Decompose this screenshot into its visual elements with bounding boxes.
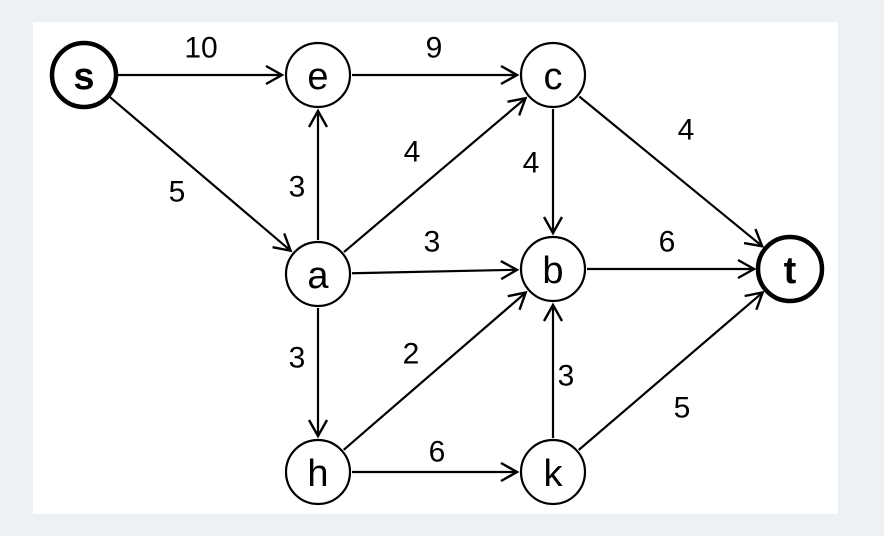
node-label: a	[307, 255, 329, 297]
node-circle	[519, 235, 587, 303]
node-circle	[49, 40, 119, 110]
edge-weight-b-t: 6	[659, 226, 676, 259]
edge-weight-c-t: 4	[678, 114, 695, 147]
node-k: k	[519, 438, 587, 506]
node-label: t	[784, 250, 797, 292]
edge-a-b	[351, 260, 520, 281]
edge-c-t	[578, 95, 765, 248]
node-label: c	[544, 56, 563, 98]
edge-b-t	[587, 258, 757, 280]
node-t: t	[755, 234, 825, 304]
edge-weight-k-b: 3	[558, 360, 575, 393]
edge-h-b	[343, 290, 528, 451]
node-s: s	[49, 40, 119, 110]
node-circle	[519, 438, 587, 506]
edge-weight-a-e: 3	[289, 171, 306, 204]
edge-s-e	[118, 64, 285, 86]
edge-a-e	[307, 108, 329, 240]
edge-k-t	[578, 290, 765, 451]
edge-s-a	[109, 96, 293, 253]
node-circle	[284, 41, 352, 109]
edge-a-h	[307, 308, 329, 439]
edge-e-c	[352, 64, 520, 86]
node-a: a	[284, 240, 352, 308]
edge-weight-h-b: 2	[403, 338, 420, 371]
node-b: b	[519, 235, 587, 303]
edge-a-c	[343, 96, 528, 253]
node-label: e	[307, 56, 328, 98]
node-circle	[284, 240, 352, 308]
edge-h-k	[352, 461, 520, 483]
edge-weight-a-b: 3	[424, 226, 441, 259]
edge-weight-a-h: 3	[289, 342, 306, 375]
edge-weight-c-b: 4	[523, 147, 540, 180]
edge-weight-s-e: 10	[184, 32, 217, 65]
edge-k-b	[542, 302, 564, 438]
node-circle	[519, 41, 587, 109]
node-c: c	[519, 41, 587, 109]
edge-weight-h-k: 6	[429, 436, 446, 469]
node-label: b	[542, 250, 563, 292]
node-circle	[755, 234, 825, 304]
edge-weight-e-c: 9	[426, 32, 443, 65]
node-label: h	[307, 453, 328, 495]
node-label: k	[544, 453, 564, 495]
edge-weight-a-c: 4	[404, 136, 421, 169]
node-e: e	[284, 41, 352, 109]
edge-c-b	[542, 109, 564, 236]
edge-weight-k-t: 5	[674, 392, 691, 425]
node-label: s	[73, 56, 94, 98]
node-circle	[284, 438, 352, 506]
node-h: h	[284, 438, 352, 506]
edge-weight-s-a: 5	[169, 176, 186, 209]
